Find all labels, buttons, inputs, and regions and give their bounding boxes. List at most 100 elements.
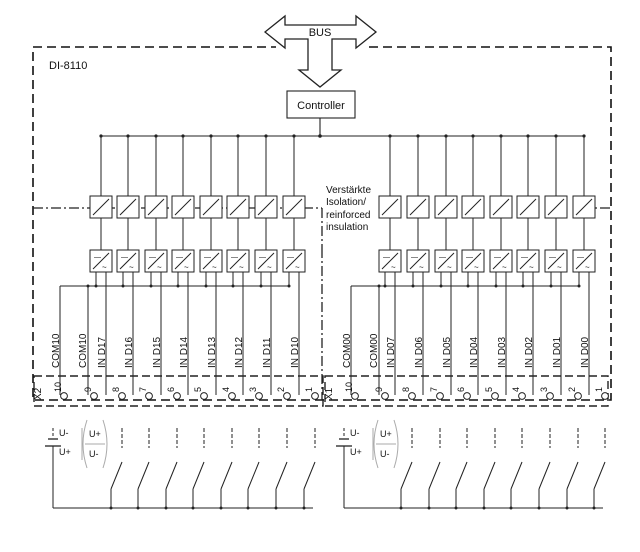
input-label: IN D16	[124, 336, 135, 368]
pin-number: 6	[456, 387, 466, 392]
channel-bus-junction	[526, 134, 530, 138]
converter-dc-mark: —	[287, 254, 294, 261]
channel-bus-junction	[554, 134, 558, 138]
terminal-pin	[283, 392, 291, 400]
common-bus-junction	[494, 284, 498, 288]
input-switch	[482, 428, 496, 510]
converter-block: —~	[544, 249, 568, 273]
channel-bus-junction	[499, 134, 503, 138]
channel-in-d01: —~ IN D01	[544, 134, 568, 395]
isolator-block	[544, 195, 568, 219]
input-switch	[592, 428, 606, 510]
isolator-block	[572, 195, 596, 219]
converter-dc-mark: —	[176, 254, 183, 261]
channel-in-d00: —~IN D00	[572, 134, 596, 395]
terminal-pin	[200, 392, 208, 400]
bus-junction	[318, 134, 322, 138]
pin-number: 7	[429, 387, 439, 392]
converter-ac-mark: ~	[585, 263, 590, 272]
switch-rail-junction	[565, 506, 569, 510]
supply-alt-plus-label: U+	[89, 429, 101, 439]
switch-blade	[303, 461, 316, 490]
terminal-pin	[574, 392, 582, 400]
pin-number: 7	[138, 387, 148, 392]
switch-rail-junction	[219, 506, 223, 510]
converter-ac-mark: ~	[267, 263, 272, 272]
input-switch	[246, 428, 260, 510]
isolation-barrier	[33, 207, 611, 400]
common-bus-junction	[439, 284, 443, 288]
channel-group-x2: —~IN D17—~IN D16—~IN D15—~IN D14—~IN D13…	[51, 134, 306, 395]
channel-in-d12: —~ IN D12	[226, 134, 250, 395]
alt-polarity-bracket-left	[373, 419, 379, 469]
converter-ac-mark: ~	[502, 263, 507, 272]
input-label: IN D04	[469, 336, 480, 368]
switch-blade	[275, 461, 288, 490]
converter-block: —~	[89, 249, 113, 273]
terminal-pin	[408, 392, 416, 400]
pin-number: 1	[304, 387, 314, 392]
common-bus-junction	[383, 284, 387, 288]
supply-minus-label: U-	[350, 428, 360, 438]
channel-in-d10: —~IN D10	[282, 134, 306, 395]
channel-bus-junction	[236, 134, 240, 138]
terminal-pin	[173, 392, 181, 400]
isolator-block	[406, 195, 430, 219]
isolator-block	[282, 195, 306, 219]
isolator-block	[254, 195, 278, 219]
terminal-pin	[311, 392, 319, 400]
pin-number: 5	[193, 387, 203, 392]
isolator-block	[461, 195, 485, 219]
input-switch	[565, 428, 579, 510]
com-label: COM10	[51, 333, 62, 368]
converter-dc-mark: —	[549, 254, 556, 261]
channel-bus-junction	[444, 134, 448, 138]
switch-rail-junction	[164, 506, 168, 510]
common-bus-junction	[94, 284, 98, 288]
isolation-label-line-1: Verstärkte	[326, 185, 371, 196]
alt-polarity-bracket-left	[82, 419, 88, 469]
terminal-pin	[90, 392, 98, 400]
pin-number: 3	[248, 387, 258, 392]
converter-block: —~	[461, 249, 485, 273]
common-bus-junction	[521, 284, 525, 288]
com-label: COM00	[369, 333, 380, 368]
converter-ac-mark: ~	[474, 263, 479, 272]
converter-dc-mark: —	[231, 254, 238, 261]
com-junction	[377, 284, 381, 288]
converter-block: —~	[572, 249, 596, 273]
converter-block: —~	[199, 249, 223, 273]
converter-block: —~	[144, 249, 168, 273]
input-label: IN D12	[234, 336, 245, 368]
converter-dc-mark: —	[577, 254, 584, 261]
supply-plus-label: U+	[59, 447, 71, 457]
input-label: IN D17	[97, 336, 108, 368]
switch-blade	[510, 461, 523, 490]
pin-number: 9	[374, 387, 384, 392]
input-switch	[191, 428, 205, 510]
pin-number: 8	[401, 387, 411, 392]
converter-ac-mark: ~	[557, 263, 562, 272]
converter-dc-mark: —	[259, 254, 266, 261]
channel-bus-junction	[181, 134, 185, 138]
converter-ac-mark: ~	[239, 263, 244, 272]
common-bus-junction	[204, 284, 208, 288]
converter-ac-mark: ~	[295, 263, 300, 272]
isolation-label: Verstärkte Isolation/ reinforced insulat…	[326, 185, 371, 233]
converter-ac-mark: ~	[529, 263, 534, 272]
input-switch	[537, 428, 551, 510]
input-label: IN D05	[442, 336, 453, 368]
field-wiring: U-U+U+U-U-U+U+U-	[45, 419, 606, 510]
channel-bus-junction	[416, 134, 420, 138]
converter-dc-mark: —	[521, 254, 528, 261]
switch-rail-junction	[482, 506, 486, 510]
channel-in-d02: —~ IN D02	[516, 134, 540, 395]
device-title: DI-8110	[49, 60, 87, 72]
input-label: IN D15	[152, 336, 163, 368]
input-label: IN D01	[552, 336, 563, 368]
converter-block: —~	[489, 249, 513, 273]
switch-rail-junction	[537, 506, 541, 510]
input-label: IN D02	[524, 336, 535, 368]
pin-number: 4	[511, 387, 521, 392]
